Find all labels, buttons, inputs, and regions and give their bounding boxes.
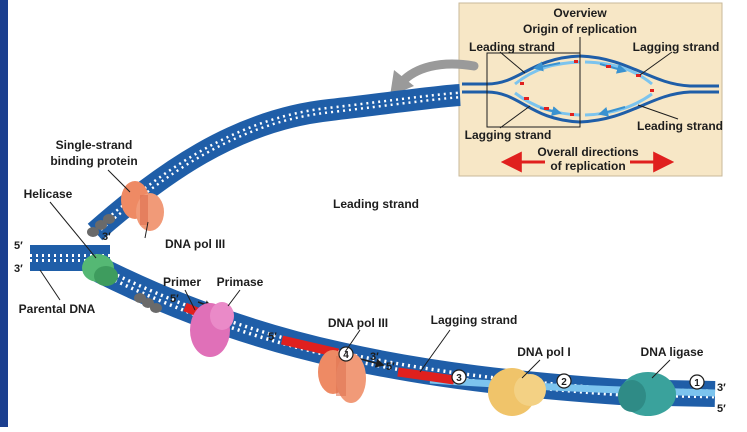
overview-background: [458, 2, 723, 177]
leading-3-prime: 3′: [102, 231, 111, 243]
ssb-proteins: [87, 214, 162, 313]
leading-arm: [87, 84, 461, 241]
step-2-circle: [556, 373, 572, 389]
step-1: 1: [694, 378, 700, 389]
step-3: 3: [456, 373, 462, 384]
step-4: 4: [343, 350, 349, 361]
dna-pol3-mid-label: DNA pol III: [328, 316, 388, 330]
leader-lines: [39, 169, 671, 379]
overview-primers: [520, 60, 654, 116]
dna-ligase-protein: [618, 372, 676, 416]
overview-arrow-1: [533, 61, 561, 72]
fragment-arrow: [356, 357, 385, 368]
ssb-label-line2: binding protein: [50, 154, 137, 168]
lagging-strand-label: Lagging strand: [431, 313, 518, 327]
helicase-protein: [82, 254, 118, 286]
primer-5-prime: 5′: [170, 293, 179, 305]
origin-label: Origin of replication: [523, 22, 637, 36]
step-4-circle: [338, 346, 354, 362]
lagging-5-prime: 5′: [717, 403, 726, 415]
pol3-5-prime: 5′: [386, 361, 395, 373]
overview-new-top-left: [514, 60, 581, 86]
primer-label: Primer: [163, 275, 201, 289]
overview-new-bottom-right: [584, 92, 653, 117]
overview-lagging-top-label: Lagging strand: [633, 40, 720, 54]
step-3-circle: [451, 369, 467, 385]
overview-arrow-4: [598, 106, 626, 117]
overview-panel: Overview Origin of replication Leading s…: [458, 2, 723, 177]
dna-pol3-top-label: DNA pol III: [165, 237, 225, 251]
pointer-leading-top: [499, 51, 526, 74]
primase-label: Primase: [217, 275, 264, 289]
pointer-leading-bottom: [637, 104, 679, 120]
page-edge-bar: [0, 0, 8, 427]
parental-5-prime: 5′: [14, 240, 23, 252]
overview-title: Overview: [553, 6, 607, 20]
zoom-box: [486, 52, 581, 128]
step-markers: 1 2 3 4: [338, 346, 705, 390]
inset-pointer-arrow: [390, 59, 479, 96]
leading-strand-label: Leading strand: [333, 197, 419, 211]
overview-lagging-bottom-label: Lagging strand: [465, 128, 552, 142]
overview-arrow-3: [539, 106, 562, 116]
dna-pol1-label: DNA pol I: [517, 345, 571, 359]
parental-dna-label: Parental DNA: [19, 302, 96, 316]
fragment-5-prime: 5′: [268, 331, 277, 343]
parental-3-prime: 3′: [14, 263, 23, 275]
directions-label-line1: Overall directions: [537, 145, 639, 159]
dna-pol3-mid-protein: [318, 350, 366, 403]
lagging-3-prime: 3′: [717, 382, 726, 394]
primase-protein: [190, 302, 234, 357]
overview-leading-top-label: Leading strand: [469, 40, 555, 54]
primer-3-prime: 3': [207, 294, 216, 306]
pointer-lagging-bottom: [499, 105, 531, 129]
overview-leading-bottom-label: Leading strand: [637, 119, 723, 133]
overview-arrow-2: [599, 63, 627, 74]
step-1-circle: [689, 374, 705, 390]
directions-label-line2: of replication: [550, 159, 625, 173]
dna-pol1-protein: [488, 368, 546, 416]
pol3-3-prime: 3′: [370, 351, 379, 363]
helicase-label: Helicase: [24, 187, 73, 201]
step-2: 2: [561, 377, 567, 388]
pointer-lagging-top: [639, 51, 673, 76]
dna-ligase-label: DNA ligase: [641, 345, 704, 359]
ssb-label-line1: Single-strand: [56, 138, 133, 152]
